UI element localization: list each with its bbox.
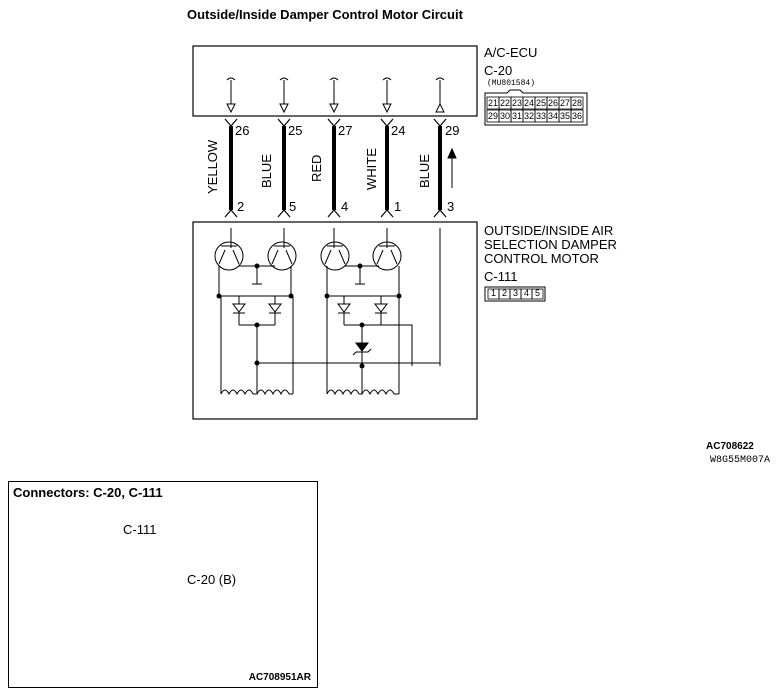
c111-pin-label: 5: [535, 288, 540, 298]
connectors-panel-code: AC708951AR: [248, 672, 311, 683]
c20-pin-label: 28: [572, 98, 582, 108]
wire-color-red: RED: [309, 154, 324, 182]
motor-connector-label: C-111: [484, 269, 518, 284]
harness-wires: [224, 118, 457, 218]
c111-pin-label: 2: [502, 288, 507, 298]
wire-color-white: WHITE: [364, 148, 379, 190]
wire-color-blue-2: BLUE: [417, 154, 432, 188]
figure-code-main: AC708622: [706, 441, 754, 452]
figure-code-sub: W8G55M007A: [710, 455, 771, 466]
c20-pin-label: 23: [512, 98, 522, 108]
c20-pin-label: 29: [488, 111, 498, 121]
motor-name-line2: SELECTION DAMPER: [484, 237, 617, 252]
ecu-pin-26: 26: [235, 123, 250, 138]
motor-box: [192, 221, 478, 420]
ecu-connector-label: C-20: [484, 63, 513, 78]
c20-pin-cell: [570, 109, 584, 123]
wire-color-yellow: YELLOW: [205, 139, 220, 194]
c20-pin-label: 25: [536, 98, 546, 108]
motor-pin-5: 5: [289, 199, 297, 214]
c20-pin-label: 36: [572, 111, 582, 121]
motor-name-line1: OUTSIDE/INSIDE AIR: [484, 223, 614, 238]
c20-pin-label: 26: [548, 98, 558, 108]
ecu-box: [192, 45, 478, 117]
c20-pin-label: 21: [488, 98, 498, 108]
c111-pin-cell: [531, 288, 544, 300]
c20-pin-label: 32: [524, 111, 534, 121]
c20-pin-label: 34: [548, 111, 558, 121]
c20-pin-label: 31: [512, 111, 522, 121]
ecu-pin-27: 27: [338, 123, 353, 138]
c20-pin-label: 27: [560, 98, 570, 108]
c111-pin-label: 1: [491, 288, 496, 298]
motor-pin-1: 1: [394, 199, 402, 214]
connectors-panel: Connectors: C-20, C-111 C-111 C-20 (B) A…: [8, 481, 318, 688]
c20-pin-label: 33: [536, 111, 546, 121]
wire-color-blue-1: BLUE: [259, 154, 274, 188]
c111-pin-label: 4: [524, 288, 529, 298]
ecu-pin-25: 25: [288, 123, 303, 138]
ecu-pin-symbols: [226, 77, 445, 114]
ecu-name: A/C-ECU: [484, 45, 538, 60]
ecu-pin-29: 29: [445, 123, 460, 138]
motor-pin-4: 4: [341, 199, 349, 214]
motor-name-line3: CONTROL MOTOR: [484, 251, 599, 266]
c20-pin-label: 24: [524, 98, 534, 108]
motor-internal-circuit: [214, 228, 441, 396]
callout-c20: C-20 (B): [187, 572, 237, 587]
motor-pin-2: 2: [237, 199, 245, 214]
c111-pin-label: 3: [513, 288, 518, 298]
c20-pin-cell: [570, 96, 584, 110]
motor-pin-3: 3: [447, 199, 455, 214]
c20-pin-label: 30: [500, 111, 510, 121]
c20-pin-label: 35: [560, 111, 570, 121]
c20-pin-label: 22: [500, 98, 510, 108]
ecu-part-number: (MU801584): [487, 79, 536, 88]
diagram-title: Outside/Inside Damper Control Motor Circ…: [187, 7, 463, 22]
connectors-panel-title: Connectors: C-20, C-111: [13, 485, 163, 500]
callout-c111: C-111: [123, 522, 157, 537]
ecu-pin-24: 24: [391, 123, 406, 138]
